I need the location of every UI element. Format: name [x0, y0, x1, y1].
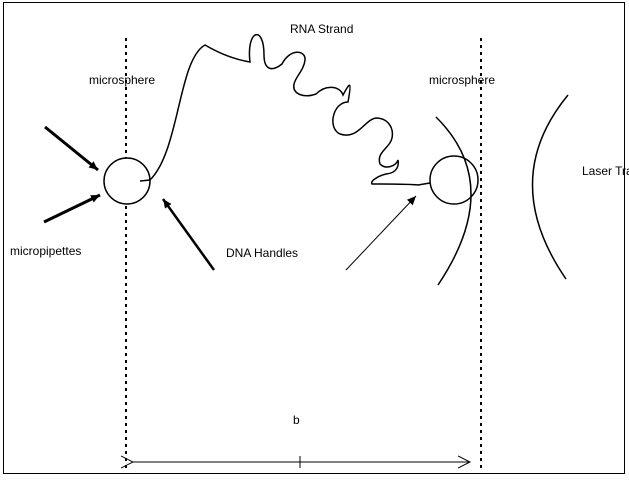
- dna-handles-label: DNA Handles: [226, 246, 299, 260]
- rna-strand: [149, 34, 419, 186]
- dna-handle-right: [417, 182, 431, 186]
- dna-handle-arrow-right: [345, 195, 417, 271]
- microsphere-left-label: microsphere: [89, 73, 156, 87]
- left-microsphere: [103, 157, 151, 205]
- trap-arc-inner: [435, 116, 472, 286]
- dna-handle-arrow-left: [161, 198, 216, 271]
- micropipette-arrow-upper: [44, 125, 99, 172]
- frame-border: [3, 2, 625, 474]
- distance-label: b: [293, 413, 300, 427]
- micropipette-arrow-lower: [43, 193, 101, 224]
- trap-arc-outer: [531, 94, 569, 280]
- right-microsphere: [429, 155, 479, 205]
- microsphere-right-label: microsphere: [429, 73, 496, 87]
- laser-trap-label: Laser Trap: [582, 164, 629, 178]
- micropipettes-label: micropipettes: [10, 244, 82, 258]
- rna-strand-label: RNA Strand: [290, 22, 354, 36]
- dna-handle-left: [139, 179, 151, 182]
